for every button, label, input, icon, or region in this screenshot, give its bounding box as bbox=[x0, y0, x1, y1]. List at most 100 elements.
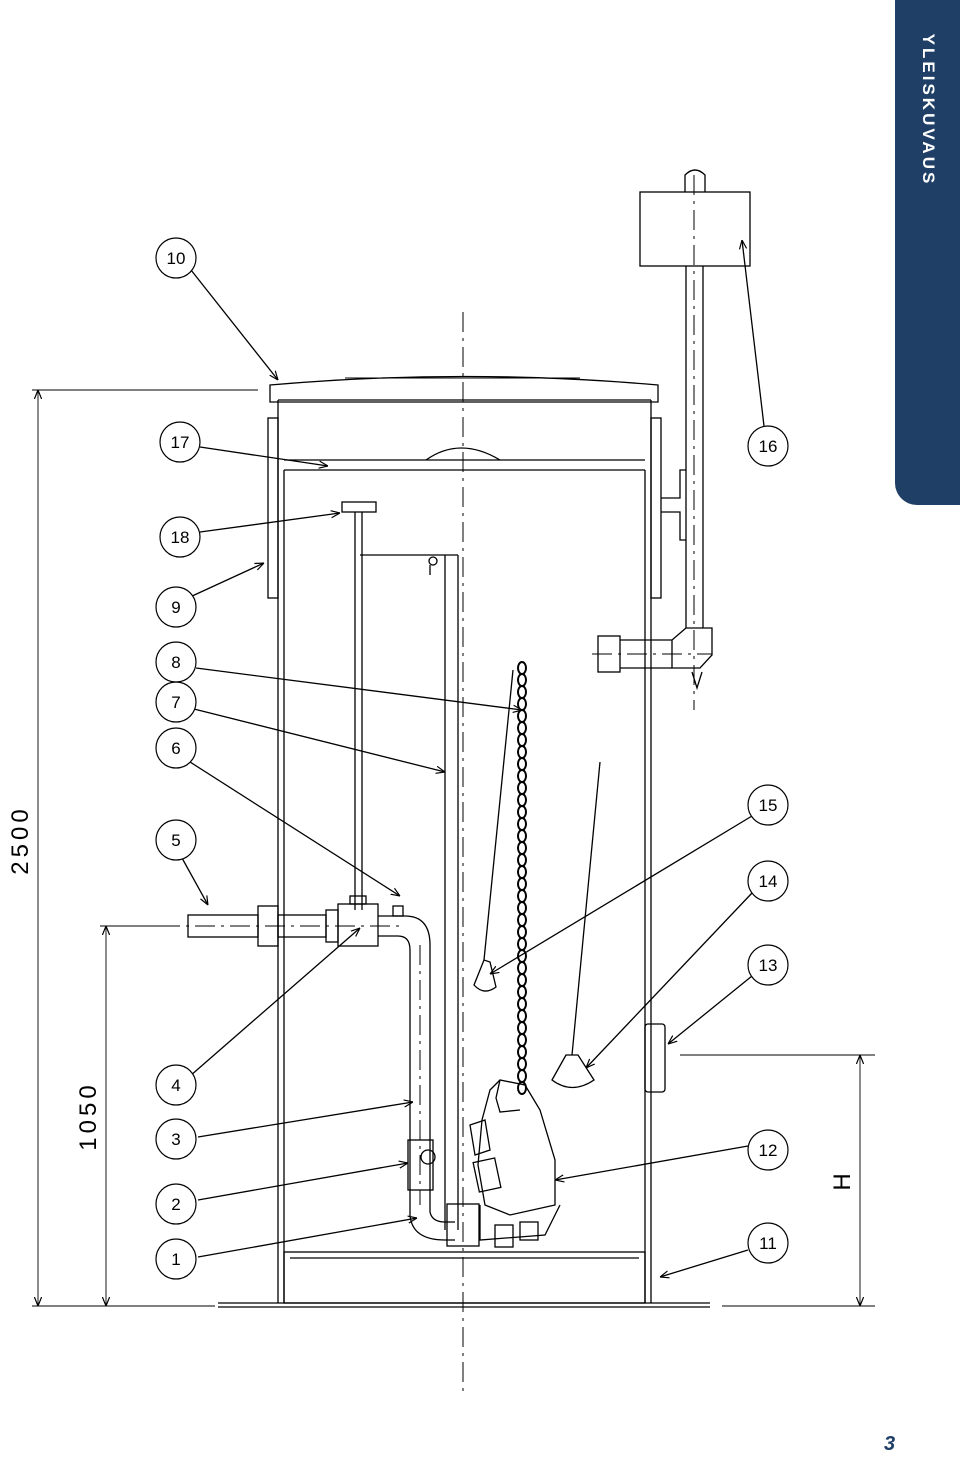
callout-circle bbox=[155, 1118, 197, 1160]
chain-link bbox=[517, 877, 527, 891]
callout-circle bbox=[747, 425, 789, 467]
chain-link bbox=[517, 685, 527, 699]
tank-body bbox=[267, 399, 662, 1303]
chain-link bbox=[517, 793, 527, 807]
callout-circle bbox=[155, 641, 197, 683]
float-switch-low bbox=[551, 761, 601, 1089]
callout-circle bbox=[155, 819, 197, 861]
dimension-2500: 2500 bbox=[7, 389, 258, 1307]
chain-link bbox=[517, 733, 527, 747]
chain-link bbox=[517, 697, 527, 711]
callout-12: 12 bbox=[747, 1129, 789, 1171]
dimension-2500-label: 2500 bbox=[7, 805, 34, 874]
chain-link bbox=[517, 745, 527, 759]
callout-circle bbox=[747, 784, 789, 826]
chain-link bbox=[517, 1009, 527, 1023]
callout-circle bbox=[747, 1129, 789, 1171]
callout-number: 10 bbox=[167, 249, 186, 268]
dimension-1050-label: 1050 bbox=[75, 1081, 102, 1150]
chain-link bbox=[517, 709, 527, 723]
callout-circle bbox=[155, 586, 197, 628]
callout-circle bbox=[155, 1238, 197, 1280]
chain-link bbox=[517, 661, 527, 675]
callout-number: 17 bbox=[171, 433, 190, 452]
chain-link bbox=[517, 781, 527, 795]
chain-link bbox=[517, 1069, 527, 1083]
pump bbox=[469, 1079, 561, 1248]
callout-2: 2 bbox=[155, 1183, 197, 1225]
callout-circle bbox=[747, 860, 789, 902]
callout-number: 8 bbox=[171, 653, 180, 672]
callout-number: 1 bbox=[171, 1250, 180, 1269]
callout-13: 13 bbox=[747, 944, 789, 986]
callout-number: 14 bbox=[759, 872, 778, 891]
chain-link bbox=[517, 901, 527, 915]
chain-link bbox=[517, 997, 527, 1011]
callout-number: 2 bbox=[171, 1195, 180, 1214]
callout-3: 3 bbox=[155, 1118, 197, 1160]
pressure-pipe bbox=[378, 915, 480, 1247]
chain-link bbox=[517, 913, 527, 927]
callout-circle bbox=[155, 727, 197, 769]
callout-number: 9 bbox=[171, 598, 180, 617]
callout-9: 9 bbox=[155, 586, 197, 628]
callout-18: 18 bbox=[159, 516, 201, 558]
valve-spindle bbox=[341, 501, 377, 910]
callout-number: 7 bbox=[171, 693, 180, 712]
leader-lines bbox=[181, 240, 765, 1277]
chain-link bbox=[517, 937, 527, 951]
callout-1: 1 bbox=[155, 1238, 197, 1280]
chain-link bbox=[517, 1021, 527, 1035]
callout-number: 3 bbox=[171, 1130, 180, 1149]
chain-link bbox=[517, 985, 527, 999]
chain-link bbox=[517, 925, 527, 939]
chain-link bbox=[517, 1045, 527, 1059]
section-tab bbox=[895, 0, 960, 505]
callout-6: 6 bbox=[155, 727, 197, 769]
callout-circle bbox=[747, 944, 789, 986]
callout-number: 13 bbox=[759, 956, 778, 975]
vent-pipe bbox=[592, 169, 751, 710]
callout-number: 15 bbox=[759, 796, 778, 815]
chain-link bbox=[517, 973, 527, 987]
chain-link bbox=[517, 757, 527, 771]
callout-4: 4 bbox=[155, 1064, 197, 1106]
chain-link bbox=[517, 961, 527, 975]
lid bbox=[269, 375, 659, 403]
float-switch-high bbox=[473, 669, 514, 992]
callout-circle bbox=[155, 237, 197, 279]
callout-circle bbox=[155, 1064, 197, 1106]
callout-circle bbox=[159, 421, 201, 463]
chain-link bbox=[517, 673, 527, 687]
callout-circle bbox=[747, 1222, 789, 1264]
callout-7: 7 bbox=[155, 681, 197, 723]
chain-link bbox=[517, 841, 527, 855]
callout-15: 15 bbox=[747, 784, 789, 826]
callout-8: 8 bbox=[155, 641, 197, 683]
callout-circle bbox=[155, 1183, 197, 1225]
lifting-chain bbox=[517, 661, 527, 1095]
dimension-h: H bbox=[680, 1054, 875, 1307]
callout-number: 4 bbox=[171, 1076, 180, 1095]
callout-10: 10 bbox=[155, 237, 197, 279]
chain-link bbox=[517, 829, 527, 843]
outlet-flange bbox=[644, 1023, 666, 1093]
inlet-pipe bbox=[160, 895, 404, 947]
callout-number: 5 bbox=[171, 831, 180, 850]
callout-number: 18 bbox=[171, 528, 190, 547]
chain-link bbox=[517, 889, 527, 903]
chain-link bbox=[517, 769, 527, 783]
chain-link bbox=[517, 805, 527, 819]
callout-14: 14 bbox=[747, 860, 789, 902]
callout-number: 11 bbox=[759, 1234, 777, 1253]
chain-link bbox=[517, 817, 527, 831]
lift-handle bbox=[425, 447, 501, 461]
guide-rail bbox=[360, 554, 459, 1230]
chain-link bbox=[517, 1081, 527, 1095]
callout-11: 11 bbox=[747, 1222, 789, 1264]
page-number: 3 bbox=[884, 1433, 896, 1455]
chain-link bbox=[517, 853, 527, 867]
callout-number: 16 bbox=[759, 437, 778, 456]
